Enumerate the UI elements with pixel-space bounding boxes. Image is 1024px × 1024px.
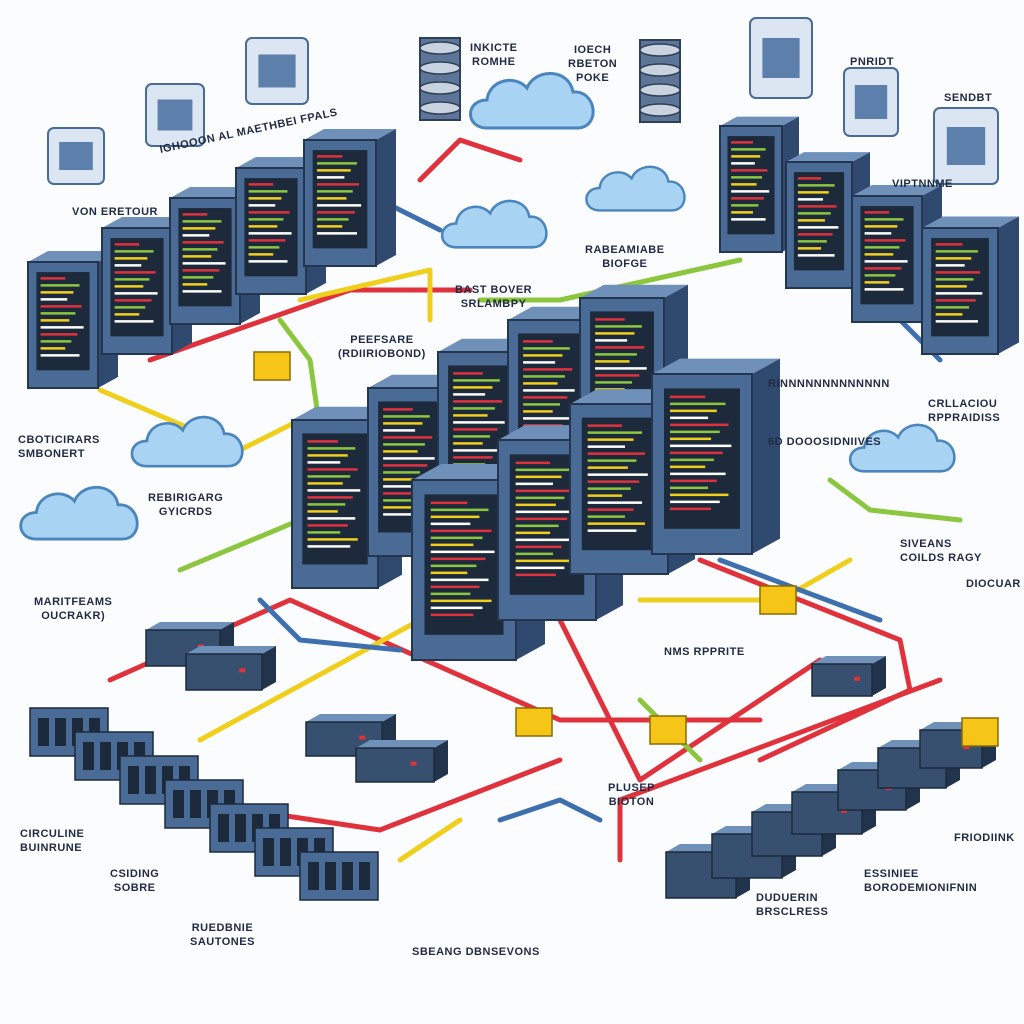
switch-1 [185, 646, 276, 691]
label-bottom-center: SBEANG DBNSEVONS [412, 946, 540, 958]
cloud-mid-center [440, 199, 548, 249]
label-mid-center-3: PEEFSARE (RDIIRIOBOND) [338, 334, 426, 360]
panel-icon-4 [749, 17, 813, 99]
cable-layer [97, 137, 963, 863]
label-center-1: NMS RPPRITE [664, 646, 745, 658]
label-bottom-left-3: RUEDBNIE SAUTONES [190, 922, 255, 948]
cloud-right [848, 423, 956, 473]
label-left-1: CBOTICIRARS SMBONERT [18, 434, 100, 460]
cable-red-6 [417, 137, 523, 183]
cloud-left-2 [19, 485, 139, 541]
label-top-center-2: IOECH RBETON POKE [568, 44, 618, 84]
label-bottom-right-2: ESSINIEE BORODEMIONIFNIN [864, 868, 978, 894]
server-rack-1 [101, 217, 192, 355]
junction-box-0 [759, 585, 797, 615]
label-right-1: SIVEANS COILDS RAGY [900, 538, 982, 564]
cable-green-13 [177, 517, 303, 573]
junction-box-1 [515, 707, 553, 737]
server-rack-5 [719, 116, 799, 253]
panel-icon-6 [933, 107, 999, 185]
label-mid-right-3: CRLLACIOU RPPRAIDISS [928, 398, 1001, 424]
device-layer [27, 17, 1019, 901]
label-top-center-1: INKICTE ROMHE [470, 42, 518, 68]
label-bottom-right-1: DUDUERIN BRSCLRESS [756, 892, 829, 918]
cable-green-16 [827, 477, 963, 523]
panel-icon-1 [47, 127, 105, 185]
junction-box-4 [253, 351, 291, 381]
blade-chassis [29, 707, 379, 901]
server-rack-17 [651, 358, 780, 555]
label-right-2: DIOCUAR [966, 578, 1021, 590]
cloud-layer [19, 72, 956, 541]
label-left-3: MARITFEAMS OUCRAKR) [34, 596, 113, 622]
label-center-2: PLUSEP BIOTON [608, 782, 656, 808]
label-bottom-left-2: CSIDING SOBRE [110, 868, 160, 894]
cable-yellow-11 [397, 817, 463, 863]
switch-4 [811, 656, 886, 697]
label-top-right-2: SENDBT [944, 92, 993, 104]
label-bottom-right-3: FRIODIINK [954, 832, 1015, 844]
panel-icon-5 [843, 67, 899, 137]
label-top-left-1: VON ERETOUR [72, 206, 158, 218]
label-bottom-left-1: CIRCULINE BUINRUNE [20, 828, 85, 854]
cloud-left-1 [130, 415, 244, 468]
label-left-2: REBIRIGARG GYICRDS [148, 492, 224, 518]
cable-blue-17 [257, 597, 403, 653]
server-rack-4 [303, 129, 396, 267]
cable-yellow-8 [297, 267, 433, 323]
label-mid-right-1: RINNNNNNNNNNNNN [768, 378, 890, 390]
panel-icon-2 [145, 83, 205, 147]
junction-box-3 [961, 717, 999, 747]
storage-drum-2 [639, 39, 681, 123]
cable-blue-18 [497, 797, 603, 823]
label-mid-right-2: 6D DOOOSIDNIIVES [768, 436, 882, 448]
switch-3 [355, 740, 448, 783]
storage-drum-1 [419, 37, 461, 121]
label-top-right-1: PNRIDT [850, 56, 894, 68]
label-mid-center-2: BAST BOVER SRLAMBPY [455, 284, 533, 310]
label-top-right-3: VIPTNNME [892, 178, 953, 190]
cable-green-14 [477, 257, 743, 303]
cable-blue-19 [717, 557, 883, 623]
server-rack-8 [921, 216, 1019, 355]
cable-red-3 [557, 617, 823, 783]
cable-red-5 [617, 677, 943, 863]
cable-red-4 [697, 557, 913, 763]
cable-green-12 [277, 317, 323, 433]
junction-box-2 [649, 715, 687, 745]
panel-icon-3 [245, 37, 309, 105]
cloud-mid-upper [585, 165, 686, 212]
label-mid-center-1: RABEAMIABE BIOFGE [585, 244, 665, 270]
cloud-top-center [469, 72, 595, 130]
